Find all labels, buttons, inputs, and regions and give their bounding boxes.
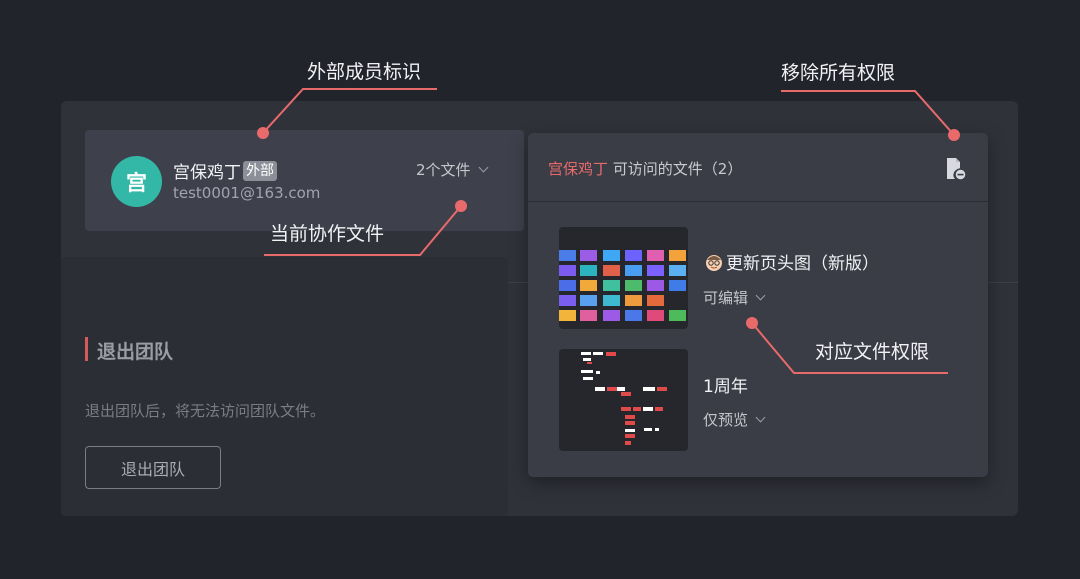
annotation-remove-permissions: 移除所有权限 [781, 62, 896, 84]
file-name-row[interactable]: 更新页头图（新版） [704, 249, 879, 274]
permission-label: 仅预览 [703, 411, 749, 429]
file-thumbnail[interactable] [559, 227, 688, 329]
remove-permissions-icon[interactable] [945, 157, 967, 181]
file-count-dropdown[interactable]: 2个文件 [416, 159, 488, 180]
leave-team-section [61, 257, 508, 516]
chevron-down-icon [478, 162, 488, 172]
section-title-accent [85, 337, 88, 361]
file-count-label: 2个文件 [416, 161, 471, 179]
annotation-current-files: 当前协作文件 [270, 223, 385, 245]
popover-title-text: 可访问的文件（2） [612, 160, 743, 178]
leave-team-button[interactable]: 退出团队 [85, 446, 221, 489]
annotation-file-permission: 对应文件权限 [815, 341, 930, 363]
annotation-external-member: 外部成员标识 [307, 61, 422, 83]
chevron-down-icon [755, 412, 766, 422]
leave-team-title: 退出团队 [97, 341, 174, 363]
face-emoji-icon [706, 254, 722, 271]
leave-team-description: 退出团队后，将无法访问团队文件。 [85, 402, 326, 420]
file-name: 1周年 [703, 377, 748, 397]
thumbnail-flowchart [581, 352, 667, 445]
popover-title-member: 宫保鸡丁 [548, 160, 609, 178]
member-email: test0001@163.com [173, 184, 321, 202]
file-thumbnail[interactable] [559, 349, 688, 451]
permission-label: 可编辑 [703, 289, 749, 307]
popover-header-divider [528, 201, 988, 202]
permission-dropdown[interactable]: 可编辑 [703, 287, 766, 308]
member-name: 宫保鸡丁 [173, 163, 241, 183]
avatar: 宫 [111, 156, 162, 207]
permission-dropdown[interactable]: 仅预览 [703, 409, 766, 430]
file-name: 更新页头图（新版） [726, 254, 879, 274]
member-name-row: 宫保鸡丁 外部 [173, 158, 277, 183]
file-name-row[interactable]: 1周年 [703, 372, 748, 397]
chevron-down-icon [755, 290, 766, 300]
popover-title: 宫保鸡丁 可访问的文件（2） [548, 158, 742, 179]
thumbnail-image-grid [559, 250, 686, 321]
external-badge: 外部 [243, 160, 277, 181]
